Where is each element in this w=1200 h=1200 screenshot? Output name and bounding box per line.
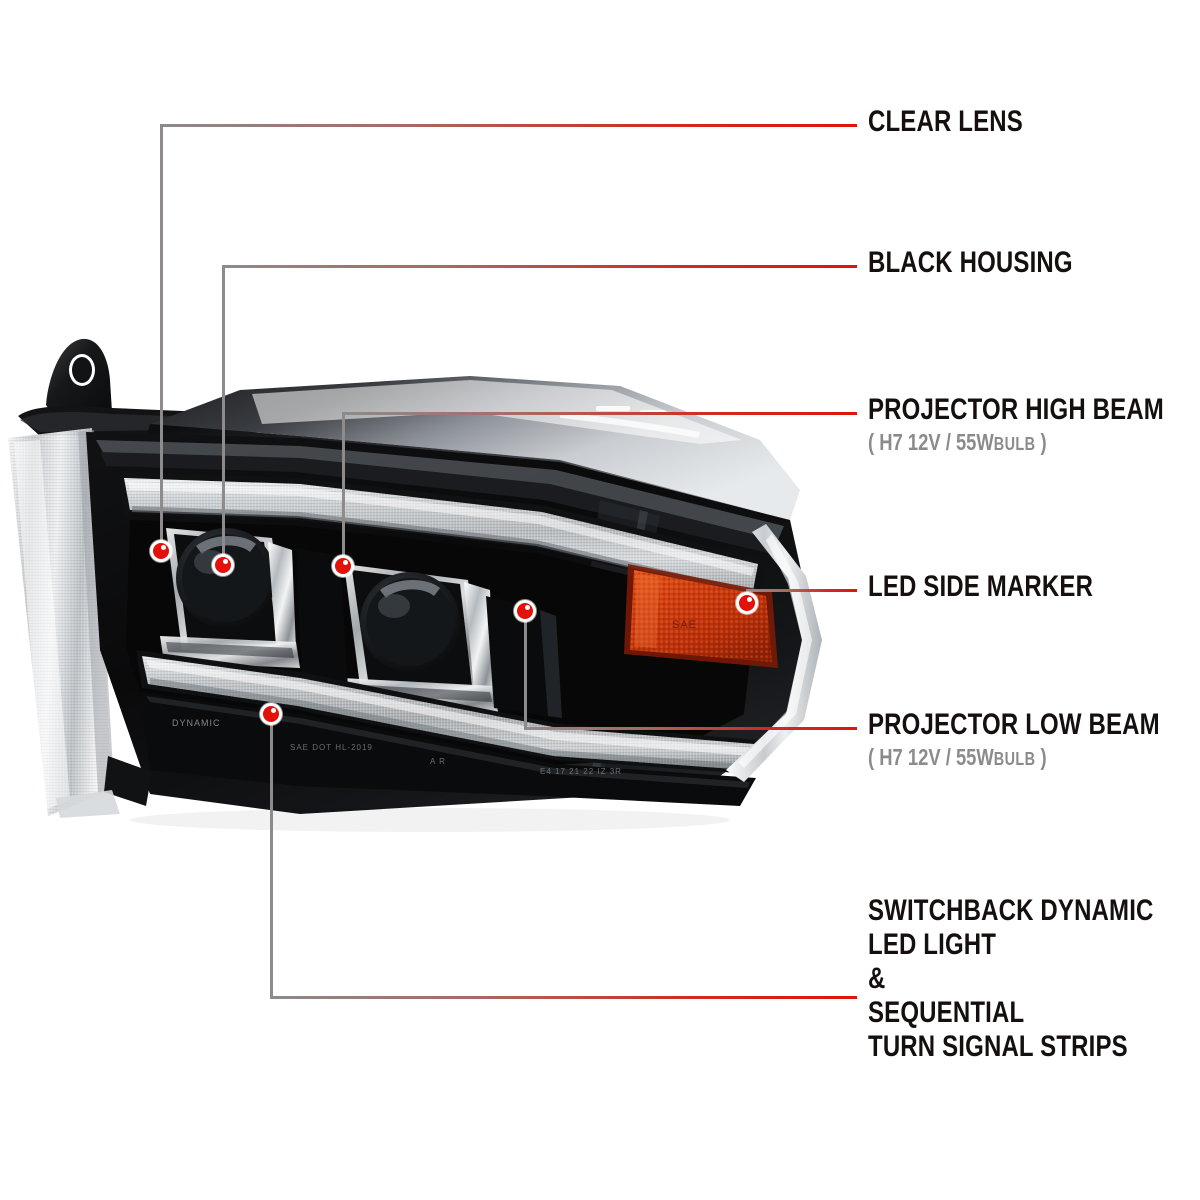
leader-line-low-beam-horizontal [524, 727, 857, 730]
upper-led-strip [118, 472, 766, 602]
callout-dot-black-housing[interactable] [212, 554, 234, 576]
switchback-line-1: SWITCHBACK DYNAMIC [868, 894, 1154, 927]
switchback-line-5: TURN SIGNAL STRIPS [868, 1030, 1128, 1063]
low-beam-bulb-word: BULB [993, 749, 1036, 769]
leader-line-high-beam-horizontal [342, 412, 857, 415]
callout-dot-switchback[interactable] [260, 703, 282, 725]
high-beam-bulb-spec-tail: ) [1035, 429, 1047, 455]
callout-dot-low-beam[interactable] [514, 600, 536, 622]
lower-led-strip [136, 650, 758, 774]
projector-low-beam-unit [342, 564, 498, 712]
leader-line-switchback-horizontal [270, 996, 857, 999]
clear-lens-flange [8, 428, 114, 816]
right-lens-rim [726, 524, 822, 782]
housing-ribs [296, 548, 562, 718]
callout-label-projector-high-beam: PROJECTOR HIGH BEAM ( H7 12V / 55WBULB ) [868, 393, 1200, 457]
low-beam-bulb-spec-tail: ) [1035, 744, 1047, 770]
callout-dot-side-marker[interactable] [736, 592, 758, 614]
callout-label-led-side-marker: LED SIDE MARKER [868, 570, 1149, 604]
callout-label-projector-low-beam: PROJECTOR LOW BEAM ( H7 12V / 55WBULB ) [868, 708, 1200, 772]
high-beam-label: PROJECTOR HIGH BEAM [868, 393, 1164, 426]
callout-dot-high-beam[interactable] [332, 555, 354, 577]
callout-label-switchback-turn-signal: SWITCHBACK DYNAMIC LED LIGHT & SEQUENTIA… [868, 894, 1200, 1064]
leader-line-low-beam-vertical [524, 611, 527, 729]
leader-line-side-marker-horizontal [746, 589, 857, 592]
switchback-line-4: SEQUENTIAL [868, 996, 1025, 1029]
projector-high-beam-unit [160, 528, 300, 668]
low-beam-label: PROJECTOR LOW BEAM [868, 708, 1160, 741]
high-beam-bulb-spec-main: ( H7 12V / 55W [868, 429, 994, 455]
high-beam-bulb-spec: ( H7 12V / 55WBULB ) [868, 429, 1164, 457]
low-beam-bulb-spec-main: ( H7 12V / 55W [868, 744, 994, 770]
leader-line-high-beam-vertical [342, 412, 345, 567]
leader-line-switchback-vertical [270, 714, 273, 998]
clear-lens-label: CLEAR LENS [868, 105, 1023, 138]
svg-text:A R: A R [430, 757, 446, 766]
callout-label-clear-lens: CLEAR LENS [868, 105, 1062, 139]
housing-bottom-lip: DYNAMIC SAE DOT HL-2019 A R E4 17 21 22 … [140, 692, 756, 806]
high-beam-bulb-word: BULB [993, 434, 1036, 454]
svg-text:E4 17 21 22 IZ 3R: E4 17 21 22 IZ 3R [540, 767, 622, 776]
switchback-line-3: & [868, 962, 886, 995]
switchback-line-2: LED LIGHT [868, 928, 997, 961]
leader-line-black-housing-horizontal [222, 265, 857, 268]
svg-text:SAE: SAE [672, 619, 697, 631]
lower-mount-foot [56, 756, 152, 818]
led-side-marker: SAE [624, 564, 778, 668]
leader-line-clear-lens-vertical [160, 124, 163, 552]
leader-line-clear-lens-horizontal [160, 124, 857, 127]
svg-text:SAE DOT HL-2019: SAE DOT HL-2019 [290, 743, 373, 752]
callout-dot-clear-lens[interactable] [150, 540, 172, 562]
side-marker-label: LED SIDE MARKER [868, 570, 1094, 603]
black-housing-label: BLACK HOUSING [868, 246, 1073, 279]
product-image-headlight: SAE DYNAMIC SAE DOT HL-2019 A R E4 17 21… [0, 320, 900, 840]
callout-label-black-housing: BLACK HOUSING [868, 246, 1124, 280]
leader-line-black-housing-vertical [222, 265, 225, 566]
svg-text:DYNAMIC: DYNAMIC [172, 718, 221, 728]
low-beam-bulb-spec: ( H7 12V / 55WBULB ) [868, 744, 1160, 772]
